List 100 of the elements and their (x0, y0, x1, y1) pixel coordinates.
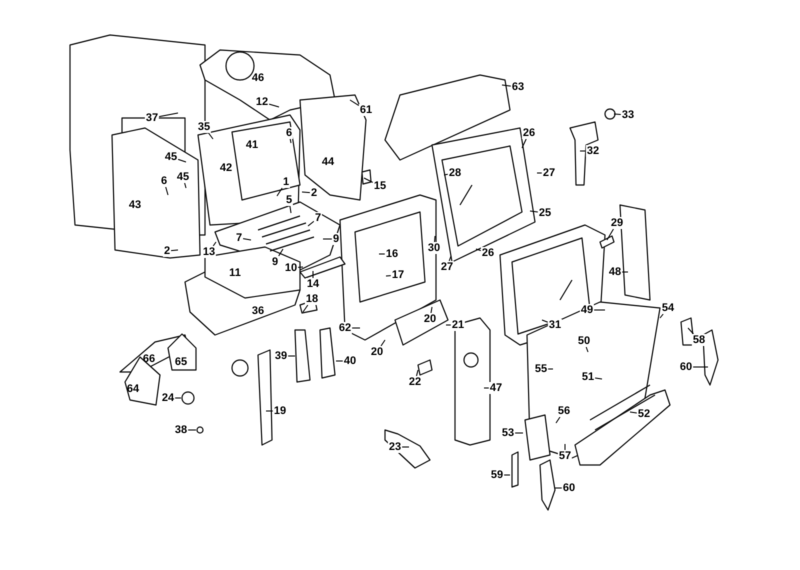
callout-number: 21 (450, 319, 466, 331)
leader-line (614, 114, 622, 115)
callout-number: 55 (534, 363, 548, 375)
callout-number: 48 (608, 266, 622, 278)
leader-line (289, 206, 292, 214)
leader-line (208, 132, 214, 140)
leader-line (322, 238, 332, 240)
callout-number: 9 (270, 256, 280, 268)
callout-number: 27 (542, 167, 556, 179)
callout-number: 38 (174, 424, 188, 436)
callout-number: 2 (162, 245, 172, 257)
leader-line (504, 474, 510, 476)
leader-line (302, 304, 308, 312)
callout-number: 33 (620, 109, 636, 121)
leader-line (430, 306, 432, 314)
leader-line (416, 370, 418, 376)
leader-line (312, 270, 314, 278)
leader-line (278, 248, 284, 256)
callout-number: 2 (310, 187, 318, 199)
part-number: 11 (229, 267, 241, 279)
callout-number: 52 (636, 408, 652, 420)
leader-line (564, 444, 566, 450)
leader-line (165, 186, 168, 196)
part-number: 66 (142, 353, 156, 365)
callout-number: 16 (384, 248, 400, 260)
callout-number: 27 (440, 261, 454, 273)
callout-number: 59 (490, 469, 504, 481)
leader-line (660, 314, 664, 318)
leader-line (688, 328, 694, 334)
leader-line (350, 100, 360, 106)
callout-number: 26 (480, 247, 496, 259)
leader-line (308, 220, 314, 226)
leader-line (380, 340, 386, 346)
callout-number: 12 (254, 96, 270, 108)
callout-number: 63 (510, 81, 526, 93)
part-number: 46 (252, 72, 264, 84)
callout-number: 29 (610, 217, 624, 229)
callout-number: 19 (272, 405, 288, 417)
leader-line (402, 446, 410, 448)
callout-number: 22 (408, 376, 422, 388)
callout-number: 62 (338, 322, 352, 334)
leader-line (580, 150, 586, 152)
callout-number: 60 (562, 482, 576, 494)
leader-line (178, 158, 186, 162)
leader-line (212, 242, 216, 246)
callout-number: 40 (342, 355, 358, 367)
callout-number: 47 (488, 382, 504, 394)
callout-number: 61 (358, 104, 374, 116)
leader-line (514, 432, 524, 434)
leader-line (266, 410, 274, 412)
leader-line (522, 138, 527, 148)
callout-number: 20 (422, 313, 438, 325)
leader-line (434, 236, 436, 242)
callout-number: 25 (538, 207, 552, 219)
callout-number: 20 (370, 346, 384, 358)
callout-number: 37 (144, 112, 160, 124)
leader-line (536, 172, 542, 174)
leader-line (542, 320, 548, 323)
leader-line (170, 250, 178, 252)
leader-line (548, 368, 554, 370)
leader-line (586, 346, 588, 352)
leader-line (530, 210, 538, 213)
callout-number: 5 (284, 194, 294, 206)
leader-line (242, 238, 252, 240)
leader-line (606, 228, 614, 240)
leader-line (594, 378, 602, 380)
leader-line (268, 104, 280, 108)
part-number: 64 (126, 383, 140, 395)
callout-number: 15 (372, 180, 388, 192)
callout-number: 35 (196, 121, 212, 133)
callout-number: 51 (580, 371, 596, 383)
callout-number: 54 (660, 302, 676, 314)
leader-line (630, 412, 638, 414)
callout-number: 60 (678, 361, 694, 373)
callout-number: 28 (448, 167, 462, 179)
callout-number: 23 (388, 441, 402, 453)
callout-number: 57 (558, 450, 572, 462)
leader-line (692, 366, 708, 368)
leader-line (446, 324, 452, 326)
part-number: 65 (174, 356, 188, 368)
part-number: 42 (220, 162, 232, 174)
leader-line (386, 275, 392, 276)
callout-number: 13 (202, 246, 216, 258)
callout-number: 45 (176, 171, 190, 183)
callout-number: 31 (548, 319, 562, 331)
callout-number: 10 (284, 262, 298, 274)
leader-line (502, 84, 512, 87)
part-number: 44 (322, 156, 334, 168)
leader-line (184, 182, 186, 188)
leader-line (476, 248, 482, 252)
callout-number: 45 (164, 151, 178, 163)
leader-line (302, 192, 310, 194)
leader-line (158, 112, 178, 118)
callout-number: 7 (314, 212, 322, 224)
leader-line (290, 138, 292, 144)
callout-number: 17 (390, 269, 406, 281)
callout-number: 24 (160, 392, 176, 404)
callout-number: 32 (586, 145, 600, 157)
callout-number: 26 (522, 127, 536, 139)
callout-number: 6 (284, 127, 294, 139)
